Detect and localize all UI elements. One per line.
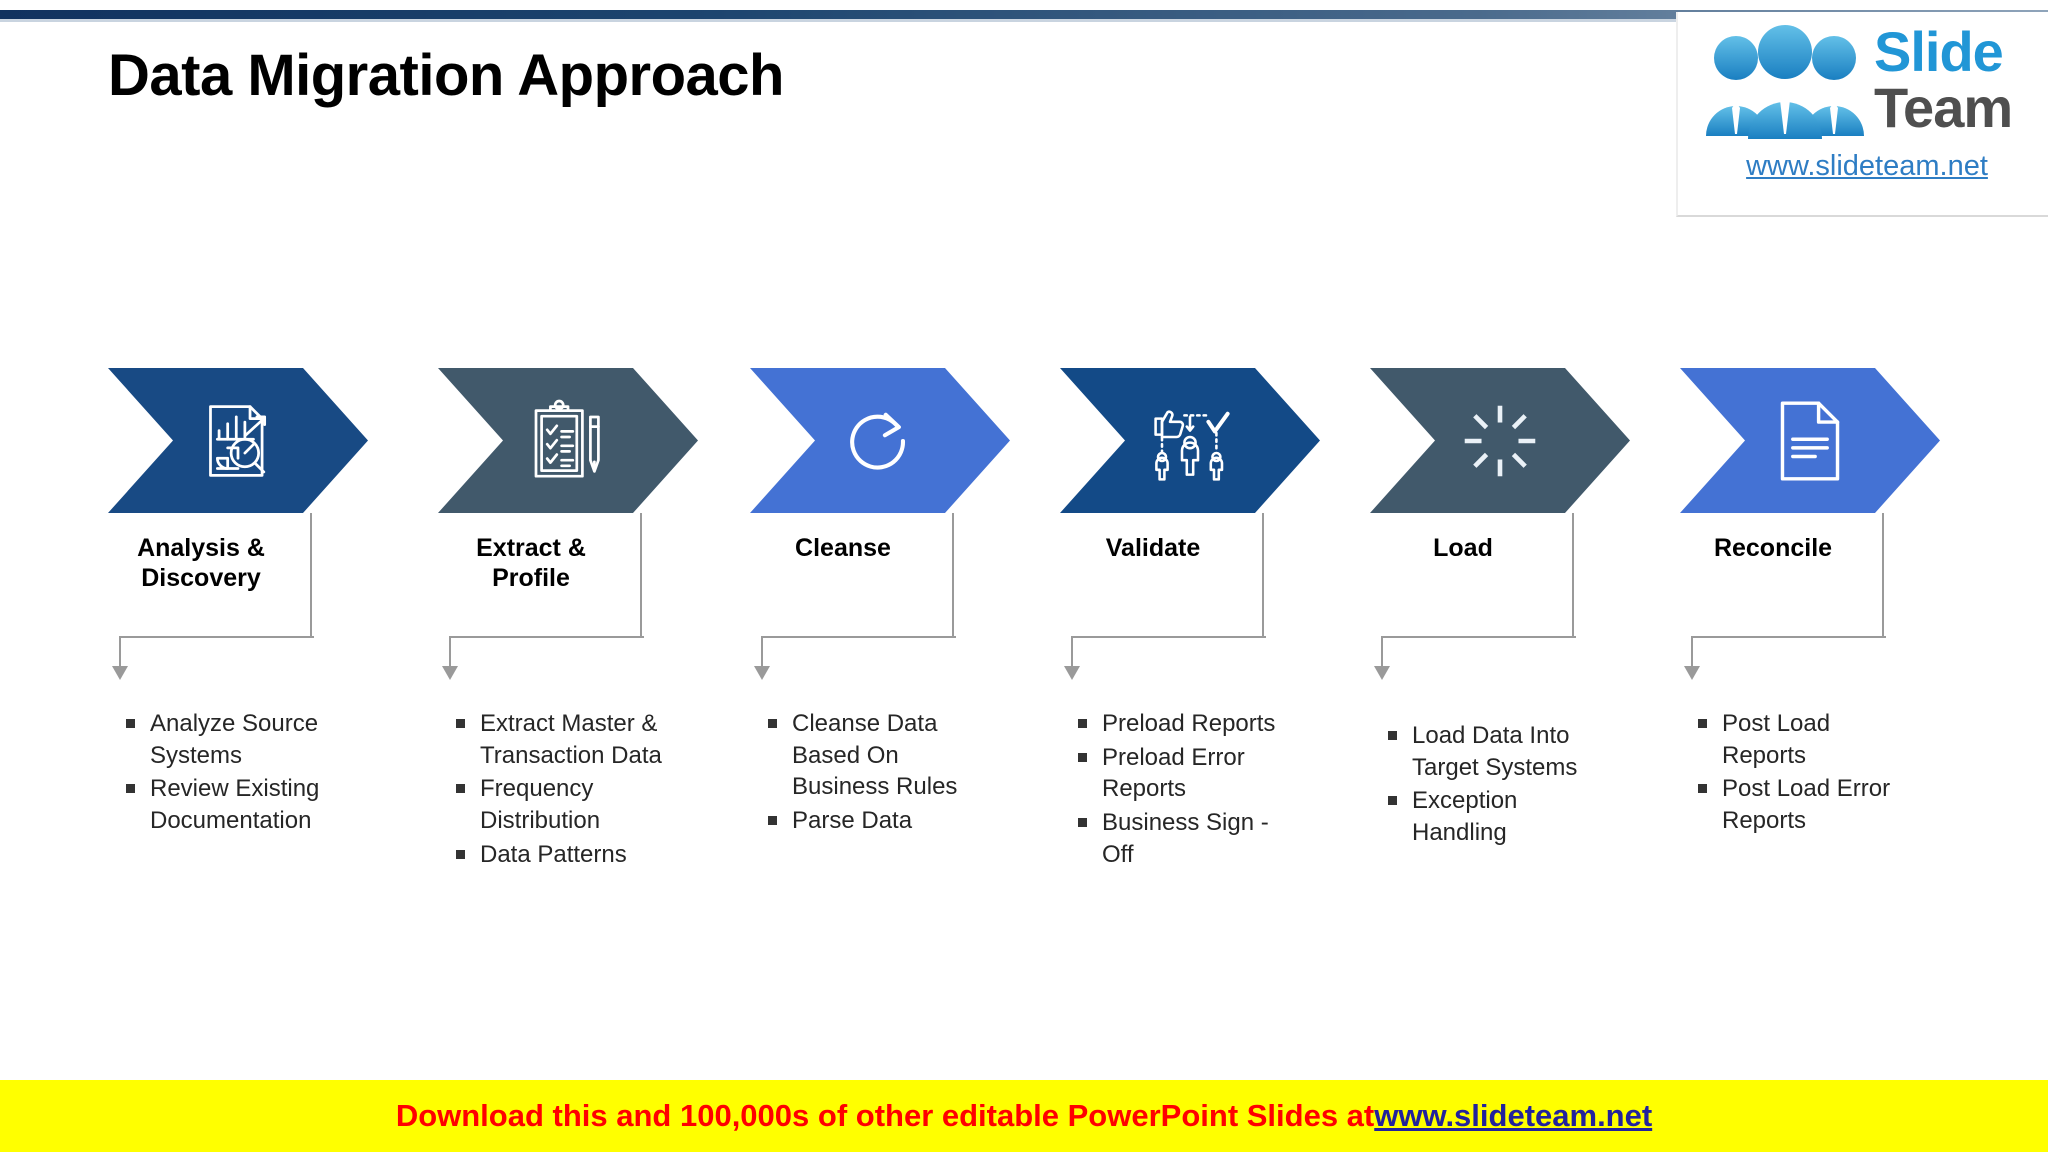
- list-item: Exception Handling: [1380, 785, 1610, 848]
- promo-footer-link[interactable]: www.slideteam.net: [1374, 1098, 1653, 1133]
- top-accent-bar: [0, 10, 2048, 19]
- connector-horizontal: [1692, 636, 1886, 638]
- step-bullet-list: Extract Master & Transaction Data Freque…: [448, 708, 678, 872]
- list-item: Load Data Into Target Systems: [1380, 720, 1610, 783]
- logo-brand-team: Team: [1874, 76, 2013, 139]
- step-label-wrap: Load: [1370, 513, 1574, 638]
- list-item: Extract Master & Transaction Data: [448, 708, 678, 771]
- chevron-shape[interactable]: [438, 368, 698, 513]
- step-label: Extract & Profile: [476, 534, 586, 592]
- step-label: Reconcile: [1713, 534, 1833, 562]
- step-label: Validate: [1105, 534, 1201, 562]
- step-bullet-list: Analyze Source Systems Review Existing D…: [118, 708, 348, 839]
- step-label: Load: [1433, 534, 1493, 562]
- step-label-wrap: Extract & Profile: [438, 513, 642, 638]
- connector-horizontal: [450, 636, 644, 638]
- list-item: Post Load Error Reports: [1690, 773, 1920, 836]
- slideteam-logo[interactable]: Slide Team www.slideteam.net: [1676, 12, 2048, 217]
- connector-horizontal: [1382, 636, 1576, 638]
- list-item: Preload Error Reports: [1070, 742, 1300, 805]
- step-label-wrap: Reconcile: [1680, 513, 1884, 638]
- step-label-wrap: Analysis & Discovery: [108, 513, 312, 638]
- chevron-shape[interactable]: [1680, 368, 1940, 513]
- connector-arrow-icon: [112, 666, 128, 680]
- list-item: Review Existing Documentation: [118, 773, 348, 836]
- list-item: Business Sign - Off: [1070, 807, 1300, 870]
- step-label: Analysis & Discovery: [137, 534, 265, 592]
- connector-vertical: [119, 636, 121, 670]
- connector-horizontal: [762, 636, 956, 638]
- connector-vertical: [761, 636, 763, 670]
- connector-arrow-icon: [1064, 666, 1080, 680]
- logo-brand-slide: Slide: [1874, 20, 2004, 83]
- connector-arrow-icon: [1684, 666, 1700, 680]
- list-item: Cleanse Data Based On Business Rules: [760, 708, 990, 803]
- connector-arrow-icon: [442, 666, 458, 680]
- connector-horizontal: [1072, 636, 1266, 638]
- step-label: Cleanse: [795, 534, 891, 562]
- top-accent-bar-highlight: [0, 19, 2048, 22]
- promo-footer-banner: Download this and 100,000s of other edit…: [0, 1080, 2048, 1152]
- connector-vertical: [1071, 636, 1073, 670]
- list-item: Post Load Reports: [1690, 708, 1920, 771]
- list-item: Parse Data: [760, 805, 990, 837]
- connector-vertical: [449, 636, 451, 670]
- chevron-shape[interactable]: [1370, 368, 1630, 513]
- chevron-shape[interactable]: [108, 368, 368, 513]
- page-title: Data Migration Approach: [108, 43, 784, 108]
- promo-footer-text: Download this and 100,000s of other edit…: [395, 1098, 1375, 1133]
- step-label-wrap: Validate: [1060, 513, 1264, 638]
- people-group-icon: [1706, 25, 1864, 139]
- step-bullet-list: Cleanse Data Based On Business Rules Par…: [760, 708, 990, 839]
- step-bullet-list: Preload Reports Preload Error Reports Bu…: [1070, 708, 1300, 872]
- list-item: Data Patterns: [448, 839, 678, 871]
- step-bullet-list: Load Data Into Target Systems Exception …: [1380, 720, 1610, 851]
- chevron-shape[interactable]: [1060, 368, 1320, 513]
- list-item: Preload Reports: [1070, 708, 1300, 740]
- connector-horizontal: [120, 636, 314, 638]
- step-label-wrap: Cleanse: [750, 513, 954, 638]
- connector-vertical: [1381, 636, 1383, 670]
- connector-vertical: [1691, 636, 1693, 670]
- logo-url-link[interactable]: www.slideteam.net: [1746, 150, 1988, 182]
- list-item: Analyze Source Systems: [118, 708, 348, 771]
- chevron-shape[interactable]: [750, 368, 1010, 513]
- list-item: Frequency Distribution: [448, 773, 678, 836]
- step-bullet-list: Post Load Reports Post Load Error Report…: [1690, 708, 1920, 839]
- connector-arrow-icon: [754, 666, 770, 680]
- connector-arrow-icon: [1374, 666, 1390, 680]
